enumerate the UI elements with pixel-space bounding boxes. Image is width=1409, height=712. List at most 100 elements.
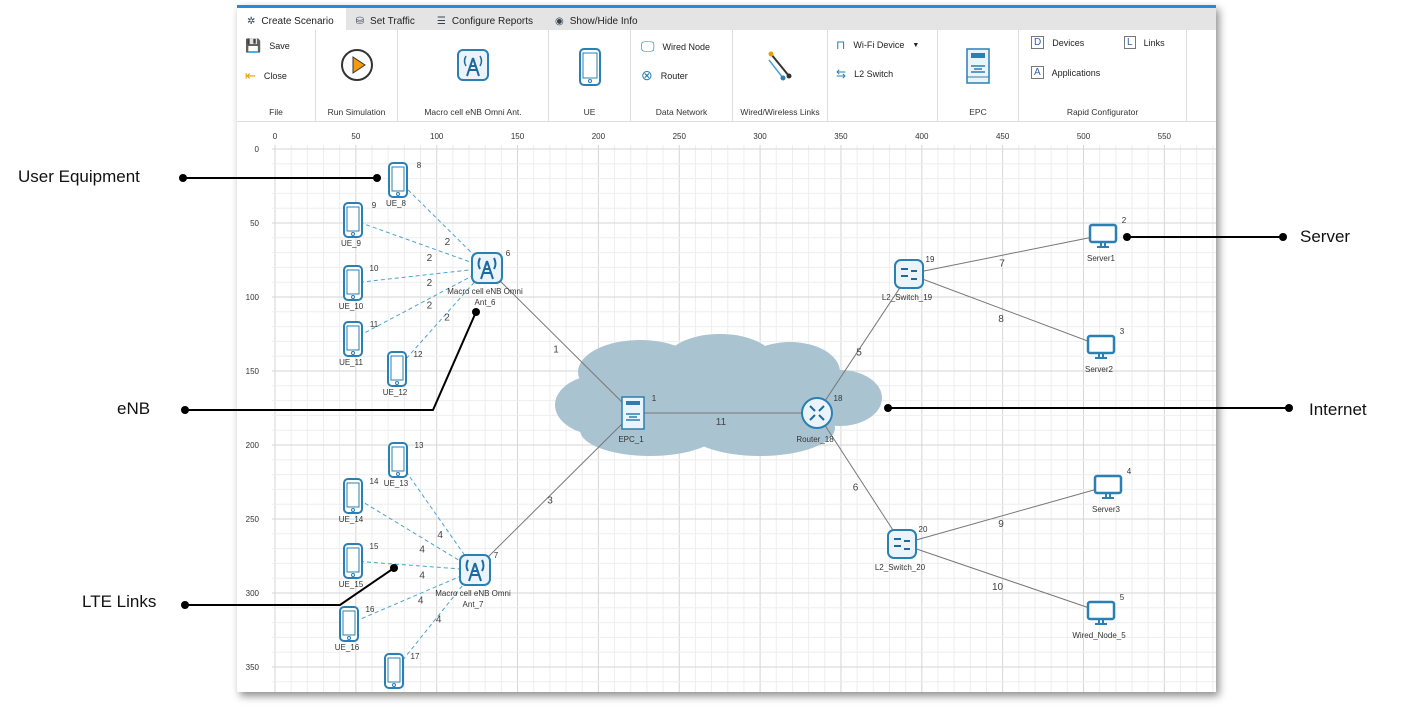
node-id: 4 [1127,467,1132,476]
epc-glyph [626,413,640,421]
link-label: 11 [716,417,727,428]
wired-link[interactable] [816,412,903,545]
node-id: 16 [366,605,375,614]
phone-button [395,381,399,385]
ribbon: 💾Save ⇤Close File Run Simulation Macro c… [237,30,1216,122]
run-simulation-button[interactable]: Run Simulation [327,107,386,117]
tab-create-scenario[interactable]: ✲Create Scenario [237,8,346,30]
close-button[interactable]: ⇤Close [245,68,287,84]
group-wifi: ⊓Wi-Fi Device▼ ⇆L2 Switch [828,30,938,121]
link-icon[interactable] [765,48,795,82]
access-point-icon: ⊓ [836,38,846,52]
node-epc1[interactable]: EPC_11 [618,394,656,444]
monitor-stand [1095,353,1107,359]
links-label: Links [1143,37,1165,48]
callout-lte-links: LTE Links [82,592,157,611]
wired-link[interactable] [816,273,910,414]
link-label: 2 [427,253,433,264]
phone-icon [388,162,408,198]
phone-icon [339,606,359,642]
node-label: UE_16 [335,643,360,652]
node-wn5[interactable]: Wired_Node_55 [1072,593,1126,640]
wired-link[interactable] [901,485,1109,545]
callout-line [185,567,395,606]
save-button[interactable]: 💾Save [245,38,290,54]
phone-button [396,192,400,196]
ruler-x-label: 300 [753,132,767,141]
node-label: UE_11 [339,358,363,367]
wireless-link[interactable] [397,459,476,571]
l2-switch-button[interactable]: ⇆L2 Switch [836,67,893,81]
wireless-link[interactable] [393,569,476,672]
wired-link[interactable] [486,267,634,414]
link-label: 2 [427,300,433,311]
wired-link[interactable] [474,412,634,571]
wifi-device-dropdown[interactable]: ⊓Wi-Fi Device▼ [836,38,919,52]
wireless-link[interactable] [352,219,488,269]
wired-link[interactable] [901,543,1102,613]
wired-link[interactable] [908,273,1102,347]
tower-glyph [465,559,485,582]
node-ue8[interactable]: UE_88 [386,161,422,208]
link-label: 7 [999,259,1005,270]
wired-link[interactable] [908,234,1104,275]
node-ue9[interactable]: UE_99 [341,201,377,248]
group-epc: EPC [938,30,1019,121]
node-label: UE_15 [339,580,364,589]
phone-icon [343,478,363,514]
tab-set-traffic[interactable]: ⛁Set Traffic [346,8,427,30]
phone-button [392,683,396,687]
wireless-link[interactable] [352,560,476,571]
node-id: 18 [834,394,843,403]
node-ue17[interactable]: 17 [384,652,420,689]
wireless-link[interactable] [348,569,476,625]
tab-label: Show/Hide Info [569,16,638,27]
phone-screen [391,446,405,472]
router-button[interactable]: ⊗Router [641,67,688,84]
tab-configure-reports[interactable]: ☰Configure Reports [427,8,545,30]
phone-button [396,472,400,476]
wireless-link[interactable] [352,495,476,571]
ribbon-tabs: ✲Create Scenario ⛁Set Traffic ☰Configure… [237,8,1216,30]
play-icon[interactable] [340,48,374,82]
link-label: 4 [419,544,425,555]
node-ue16[interactable]: UE_16 16 [335,605,375,652]
switch-arrows [901,268,917,280]
node-id: 15 [370,542,379,551]
group-label: Macro cell eNB Omni Ant. [424,107,522,117]
enb-tower-icon[interactable] [456,48,490,82]
node-id: 17 [411,652,420,661]
wireless-link[interactable] [352,267,488,340]
phone-icon [388,442,408,478]
phone-icon[interactable] [578,48,602,86]
ruler-x-label: 550 [1158,132,1172,141]
wireless-link[interactable] [396,267,488,370]
node-ue15[interactable]: UE_15 15 [339,542,379,589]
tab-show-hide-info[interactable]: ◉Show/Hide Info [545,8,650,30]
cloud-puff [610,365,810,445]
wireless-link[interactable] [352,267,488,284]
group-links: Wired/Wireless Links [733,30,828,121]
monitor-stand [1102,493,1114,499]
wired-node-button[interactable]: 🖵Wired Node [641,38,710,55]
epc-icon[interactable] [964,48,992,84]
tab-label: Set Traffic [370,16,415,27]
